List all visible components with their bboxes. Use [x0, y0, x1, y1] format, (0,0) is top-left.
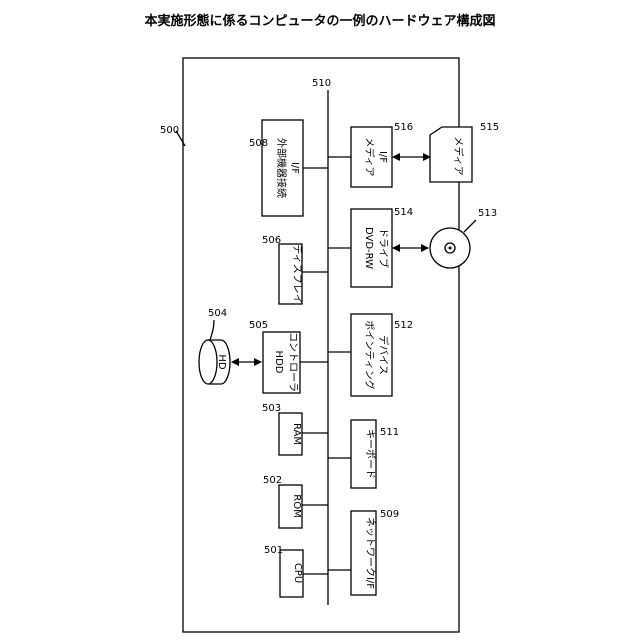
media-if-label-1: メディア — [363, 137, 376, 176]
display-label: ディスプレイ — [291, 244, 304, 303]
hd-label: HD — [216, 354, 227, 370]
ram-label: RAM — [291, 423, 302, 445]
ref-computer: 500 — [160, 125, 179, 136]
external-if-label-2: I/F — [289, 162, 300, 174]
ref-display: 506 — [262, 235, 281, 246]
ref-ram: 503 — [262, 403, 281, 414]
dvd-drive-label-2: ドライブ — [377, 228, 390, 268]
leader-dvd-disc — [464, 220, 476, 232]
ref-hd: 504 — [208, 308, 227, 319]
ref-pointing-device: 512 — [394, 320, 413, 331]
media-card: メディア 515 — [430, 122, 499, 182]
pointing-device-label-2: デバイス — [377, 335, 390, 375]
ref-dvd-disc: 513 — [478, 208, 497, 219]
ref-cpu: 501 — [264, 545, 283, 556]
media-if-label-2: I/F — [377, 151, 388, 163]
ref-external-if: 508 — [249, 138, 268, 149]
media-label: メディア — [452, 136, 465, 175]
cpu-label: CPU — [292, 563, 303, 583]
network-if-label: ネットワークI/F — [364, 517, 376, 589]
hdd-controller-label-1: HDD — [273, 351, 284, 374]
ref-rom: 502 — [263, 475, 282, 486]
ref-media-if: 516 — [394, 122, 413, 133]
dvd-drive-label-1: DVD-RW — [363, 227, 374, 269]
ref-network-if: 509 — [380, 509, 399, 520]
ref-dvd-drive: 514 — [394, 207, 413, 218]
ref-keyboard: 511 — [380, 427, 399, 438]
ref-bus: 510 — [312, 78, 331, 89]
ref-media: 515 — [480, 122, 499, 133]
ref-hdd-controller: 505 — [249, 320, 268, 331]
rom-label: ROM — [291, 494, 302, 517]
external-if-label-1: 外部機器接続 — [275, 138, 288, 198]
keyboard-label: キーボード — [364, 429, 376, 479]
pointing-device-label-1: ポインティング — [363, 320, 376, 389]
hdd-controller-label-2: コントローラ — [287, 332, 299, 392]
